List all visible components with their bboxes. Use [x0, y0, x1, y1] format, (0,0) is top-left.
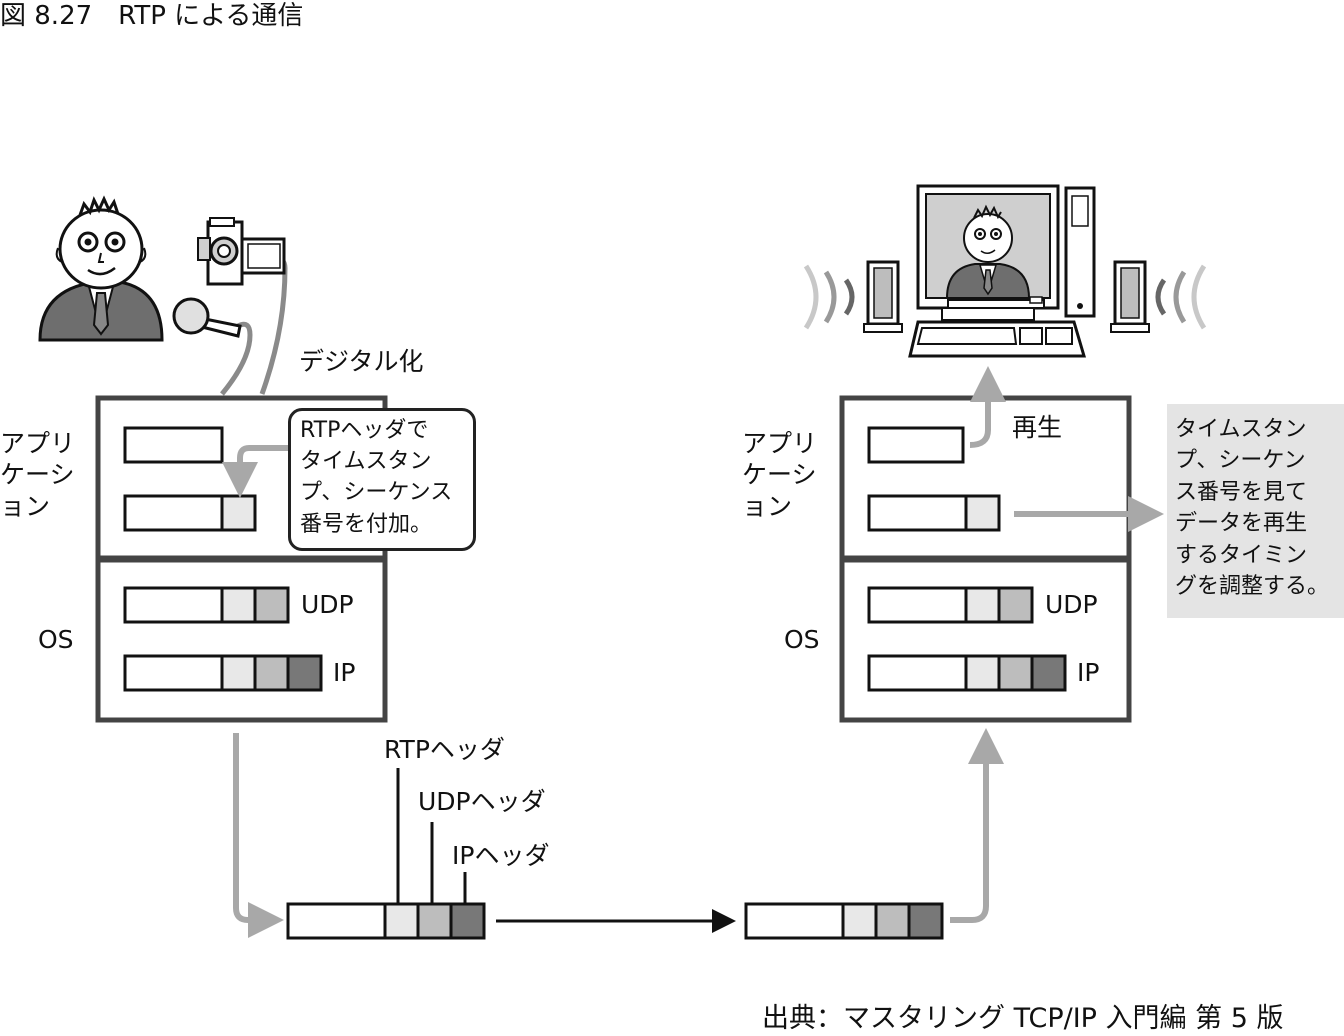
sender-ip-label: IP — [333, 658, 356, 687]
sender-os-layer-box — [95, 557, 388, 723]
network-packet-received — [744, 902, 944, 940]
rtp-note-callout: RTPヘッダで タイムスタン プ、シーケンス 番号を付加。 — [288, 408, 476, 551]
sender-app-label: アプリ ケーシ ョン — [0, 429, 76, 521]
receiver-rtp-packet — [867, 494, 1001, 532]
receiver-raw-data-packet — [867, 426, 965, 464]
digitize-label: デジタル化 — [299, 347, 424, 376]
source-credit: 出典：マスタリング TCP/IP 入門編 第 5 版 — [762, 1003, 1284, 1034]
computer-monitor-icon — [916, 184, 1060, 321]
timing-note-box: タイムスタン プ、シーケン ス番号を見て データを再生 するタイミン グを調整す… — [1167, 404, 1344, 618]
receiver-os-layer-box — [839, 557, 1132, 723]
udp-header-label: UDPヘッダ — [418, 787, 546, 816]
ip-header-label: IPヘッダ — [452, 841, 550, 870]
figure-title: 図 8.27 RTP による通信 — [0, 1, 304, 31]
sender-udp-packet — [123, 586, 290, 624]
network-packet-sent — [286, 902, 486, 940]
right-speaker-icon — [1110, 260, 1150, 333]
sender-raw-data-packet — [123, 426, 224, 464]
receiver-os-label: OS — [784, 625, 820, 654]
receiver-app-label: アプリ ケーシ ョン — [742, 429, 818, 521]
video-camera-icon — [197, 217, 286, 286]
sound-waves-left-icon — [803, 264, 855, 330]
left-speaker-icon — [863, 260, 903, 333]
sender-os-label: OS — [38, 625, 74, 654]
rtp-header-label: RTPヘッダ — [384, 735, 505, 764]
pc-tower-icon — [1064, 186, 1096, 318]
receiver-udp-label: UDP — [1045, 590, 1098, 619]
receiver-udp-packet — [867, 586, 1034, 624]
sound-waves-right-icon — [1155, 264, 1207, 330]
sender-person-icon — [38, 195, 164, 342]
rtp-note-text: RTPヘッダで タイムスタン プ、シーケンス 番号を付加。 — [300, 418, 453, 537]
sender-ip-packet — [123, 654, 323, 692]
playback-label: 再生 — [1012, 413, 1063, 442]
receiver-ip-packet — [867, 654, 1067, 692]
sender-rtp-packet — [123, 494, 257, 532]
sender-udp-label: UDP — [301, 590, 354, 619]
microphone-icon — [172, 297, 242, 338]
keyboard-icon — [908, 320, 1087, 358]
timing-note-text: タイムスタン プ、シーケン ス番号を見て データを再生 するタイミン グを調整す… — [1175, 417, 1330, 600]
receiver-ip-label: IP — [1077, 658, 1100, 687]
